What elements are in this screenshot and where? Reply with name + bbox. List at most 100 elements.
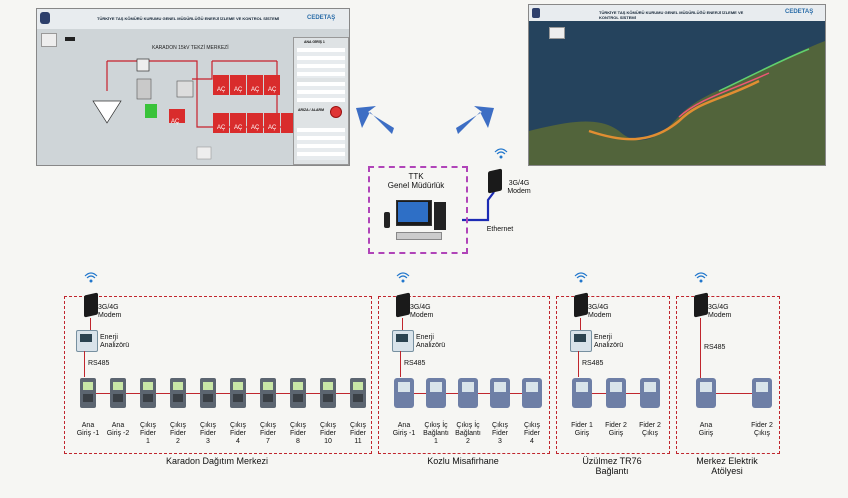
device-label-line: 3 — [206, 438, 210, 445]
meter-device — [606, 378, 626, 408]
analyzer-label-line: Analizörü — [100, 342, 130, 349]
device-label-line: Giriş — [608, 430, 624, 437]
analyzer-label-line: Analizörü — [416, 342, 446, 349]
device-label-line: Çıkış — [754, 430, 770, 437]
key-icon[interactable] — [65, 37, 75, 41]
breaker-label: AÇ — [171, 119, 180, 125]
analyzer-label-line: Enerji — [100, 334, 118, 341]
scada-screenshot-left: TÜRKİYE TAŞ KÖMÜRÜ KURUMU GENEL MÜDÜRLÜĞ… — [36, 8, 350, 166]
connection-line — [400, 351, 401, 377]
breaker-label: AÇ — [268, 125, 277, 131]
alarm-button[interactable] — [330, 106, 342, 118]
modem-label-line: Modem — [98, 312, 122, 319]
device-label-line: Çıkış — [524, 422, 540, 429]
device-label-line: Çıkış — [350, 422, 366, 429]
modem-label-line: Modem — [708, 312, 732, 319]
device-label-line: 1 — [146, 438, 150, 445]
meter-device — [752, 378, 772, 408]
map-terrain — [529, 21, 825, 165]
device-label-line: Fider — [140, 430, 156, 437]
device-label-line: Çıkış — [260, 422, 276, 429]
meter-device — [394, 378, 414, 408]
meter-device — [696, 378, 716, 408]
modem-label-line: 3G/4G — [410, 304, 431, 311]
ttk-hq-box — [368, 166, 468, 254]
modem-icon — [694, 292, 708, 318]
device-label-line: Giriş -2 — [106, 430, 130, 437]
analyzer-label-line: Enerji — [594, 334, 612, 341]
rs485-label: RS485 — [582, 360, 604, 367]
meter-device — [170, 378, 186, 408]
wifi-icon — [84, 270, 98, 283]
device-label-line: 11 — [354, 438, 362, 445]
meter-device — [230, 378, 246, 408]
device-label-line: Fider — [492, 430, 508, 437]
cedetas-logo: CEDETAŞ — [307, 15, 336, 21]
device-label-line: Fider — [230, 430, 246, 437]
device-label-line: Çıkış İç — [424, 422, 448, 429]
hand-icon[interactable] — [41, 33, 57, 47]
device-label-line: Çıkış — [320, 422, 336, 429]
modem-label-line: Modem — [410, 312, 434, 319]
device-label-line: Ana — [699, 422, 713, 429]
connection-line — [580, 318, 581, 330]
meter-device — [458, 378, 478, 408]
device-label-line: 2 — [466, 438, 470, 445]
meter-device — [350, 378, 366, 408]
device-label-line: Giriş — [698, 430, 714, 437]
device-label-line: Bağlantı — [455, 430, 481, 437]
rs485-label: RS485 — [704, 344, 726, 351]
device-label-line: Fider 2 — [751, 422, 773, 429]
hand-icon[interactable] — [549, 27, 565, 39]
device-label-line: 4 — [530, 438, 534, 445]
analyzer-label-line: Analizörü — [594, 342, 624, 349]
site-uzulmez-box — [556, 296, 670, 454]
arrow-right-icon — [456, 106, 494, 134]
modem-label-line: 3G/4G — [708, 304, 729, 311]
energy-analyzer-icon — [76, 330, 98, 352]
device-label-line: Çıkış — [492, 422, 508, 429]
modem-label-line: 3G/4G — [98, 304, 119, 311]
device-label-line: Fider — [260, 430, 276, 437]
device-label-line: Fider — [170, 430, 186, 437]
device-label-line: 7 — [266, 438, 270, 445]
breaker-label: AÇ — [217, 87, 226, 93]
alarm-label: ARIZA / ALARM — [298, 108, 324, 112]
device-label-line: Ana — [397, 422, 411, 429]
device-label-line: 3 — [498, 438, 502, 445]
meter-device — [320, 378, 336, 408]
site-kozlu-box — [378, 296, 550, 454]
connection-line — [90, 318, 91, 330]
device-label-line: 4 — [236, 438, 240, 445]
meter-device — [640, 378, 660, 408]
device-label-line: Ana — [111, 422, 125, 429]
info-panel-header: ANA GİRİŞ 1 — [304, 40, 325, 44]
modem-icon — [84, 292, 98, 318]
device-label-line: Bağlantı — [423, 430, 449, 437]
site-kozlu-title: Kozlu Misafirhane — [427, 456, 499, 466]
ttk-label: TTK Genel Müdürlük — [387, 172, 445, 190]
energy-analyzer-icon — [570, 330, 592, 352]
meter-device — [572, 378, 592, 408]
device-label-line: Çıkış — [170, 422, 186, 429]
device-label-line: 1 — [434, 438, 438, 445]
